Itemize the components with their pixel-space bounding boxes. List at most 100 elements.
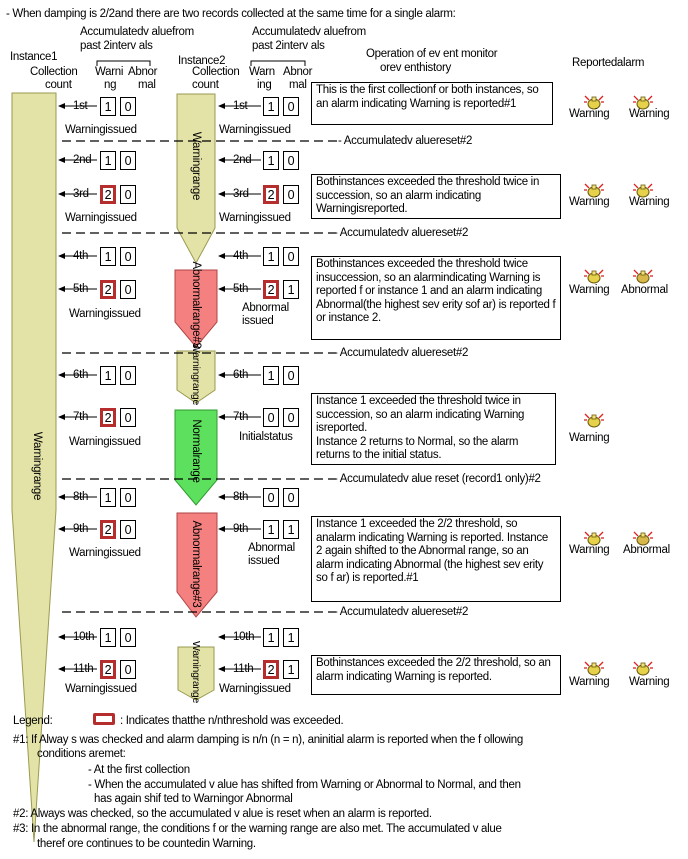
reported-alarm-header: Reportedalarm bbox=[572, 57, 645, 69]
warning-alarm-icon bbox=[584, 183, 604, 198]
row-arrowhead bbox=[218, 191, 225, 197]
status-i2-7: Initialstatus bbox=[239, 431, 293, 443]
footnote-1e: has again shif ted to Warningor Abnormal bbox=[94, 793, 293, 805]
status-i2-11: Warningissued bbox=[219, 683, 291, 695]
i2-warning-value: 2 bbox=[263, 660, 279, 679]
i2-abnormal-value: 1 bbox=[283, 280, 299, 299]
warning-alarm-label: Warning bbox=[569, 284, 610, 296]
status-i1-7: Warningissued bbox=[69, 436, 141, 448]
warning-alarm-icon bbox=[633, 183, 653, 198]
i2-abnormal-value: 0 bbox=[283, 185, 299, 204]
status-i2-9a: Abnormal bbox=[248, 542, 295, 554]
i2-abnormal-value: 0 bbox=[283, 488, 299, 507]
i1-warning-value: 2 bbox=[100, 520, 116, 539]
i1-warning-value: 2 bbox=[100, 660, 116, 679]
row-arrowhead bbox=[58, 634, 65, 640]
row-arrowhead bbox=[58, 494, 65, 500]
warning-range-shape-a bbox=[176, 93, 216, 265]
collection-count-i1: 5th bbox=[73, 283, 89, 295]
i2-warning-value: 1 bbox=[263, 628, 279, 647]
operation-box-3: Bothinstances exceeded the threshold twi… bbox=[311, 256, 561, 340]
i2-abnormal-value: 1 bbox=[283, 520, 299, 539]
collection-count-i1: 4th bbox=[73, 250, 89, 262]
abnormal-alarm-icon bbox=[633, 531, 653, 546]
collection-count-header-2b: count bbox=[192, 79, 219, 91]
i1-warning-value: 1 bbox=[100, 488, 116, 507]
row-arrowhead bbox=[58, 253, 65, 259]
row-arrowhead bbox=[218, 103, 225, 109]
acc-value-header-2: Accumulatedv aluefrom bbox=[252, 26, 366, 38]
i2-abnormal-value: 0 bbox=[283, 97, 299, 116]
instance1-header: Instance1 bbox=[10, 51, 58, 63]
row-arrowhead bbox=[218, 372, 225, 378]
row-arrowhead bbox=[218, 286, 225, 292]
footnote-1b: conditions aremet: bbox=[37, 748, 126, 760]
footnote-3a: #3: In the abnormal range, the condition… bbox=[13, 823, 502, 835]
status-i1-11: Warningissued bbox=[65, 683, 137, 695]
status-i1-9: Warningissued bbox=[69, 547, 141, 559]
footnote-2: #2: Always was checked, so the accumulat… bbox=[13, 808, 432, 820]
warning-col-header-1: Warni bbox=[95, 66, 124, 78]
i2-abnormal-value: 1 bbox=[283, 628, 299, 647]
collection-count-i2: 5th bbox=[233, 283, 249, 295]
i1-abnormal-value: 0 bbox=[120, 280, 136, 299]
row-arrowhead bbox=[58, 414, 65, 420]
collection-count-i2: 4th bbox=[233, 250, 249, 262]
warning-alarm-icon bbox=[584, 95, 604, 110]
collection-count-i1: 2nd bbox=[73, 154, 92, 166]
operation-box-1: This is the first collectionf or both in… bbox=[311, 82, 553, 125]
warning-alarm-icon bbox=[584, 269, 604, 284]
abnormal-col-header-2b: mal bbox=[289, 79, 307, 91]
abnormal-alarm-label: Abnormal bbox=[621, 284, 668, 296]
abnormal-col-header-2: Abnor bbox=[283, 66, 313, 78]
i2-warning-value: 1 bbox=[263, 247, 279, 266]
i1-abnormal-value: 0 bbox=[120, 628, 136, 647]
warning-alarm-label: Warning bbox=[569, 544, 610, 556]
i1-warning-value: 2 bbox=[100, 280, 116, 299]
status-i1-5: Warningissued bbox=[69, 308, 141, 320]
i2-abnormal-value: 0 bbox=[283, 247, 299, 266]
row-arrowhead bbox=[58, 191, 65, 197]
footnote-1d: - When the accumulated v alue has shifte… bbox=[88, 779, 521, 791]
collection-count-i2: 10th bbox=[233, 631, 255, 643]
footnote-1a: #1: If Alway s was checked and alarm dam… bbox=[13, 734, 523, 746]
i2-abnormal-value: 1 bbox=[283, 660, 299, 679]
i2-warning-value: 0 bbox=[263, 408, 279, 427]
reset-label-4: - Accumulatedv alue reset (record1 only)… bbox=[334, 473, 541, 485]
i1-abnormal-value: 0 bbox=[120, 520, 136, 539]
row-arrowhead bbox=[218, 666, 225, 672]
warning-col-header-2b: ing bbox=[257, 79, 272, 91]
operation-box-5: Instance 1 exceeded the 2/2 threshold, s… bbox=[311, 516, 561, 602]
reset-label-2: - Accumulatedv aluereset#2 bbox=[334, 227, 469, 239]
collection-count-i2: 1st bbox=[233, 100, 248, 112]
operation-box-4: Instance 1 exceeded the threshold twice … bbox=[311, 393, 556, 465]
collection-count-i2: 2nd bbox=[233, 154, 252, 166]
collection-count-i1: 9th bbox=[73, 523, 89, 535]
operation-header: Operation of ev ent monitor bbox=[366, 48, 498, 60]
warning-alarm-icon bbox=[633, 95, 653, 110]
warning-range-shape-c bbox=[177, 646, 215, 701]
abnormal-col-header-1: Abnor bbox=[128, 66, 158, 78]
warning-alarm-icon bbox=[584, 531, 604, 546]
header-text: - When damping is 2/2and there are two r… bbox=[6, 8, 456, 20]
collection-count-i2: 9th bbox=[233, 523, 249, 535]
i2-warning-value: 1 bbox=[263, 97, 279, 116]
warning-alarm-label: Warning bbox=[569, 108, 610, 120]
warning-col-header-1b: ng bbox=[104, 79, 117, 91]
collection-count-header-2: Collection bbox=[192, 66, 240, 78]
row-arrowhead bbox=[218, 253, 225, 259]
i2-warning-value: 1 bbox=[263, 151, 279, 170]
warning-alarm-icon bbox=[633, 661, 653, 676]
warning-alarm-icon bbox=[584, 413, 604, 428]
instance1-warning-range-shape bbox=[11, 92, 57, 843]
i2-warning-value: 0 bbox=[263, 488, 279, 507]
acc-value-header-2b: past 2interv als bbox=[252, 40, 325, 52]
i2-abnormal-value: 0 bbox=[283, 408, 299, 427]
status-i2-1: Warningissued bbox=[219, 124, 291, 136]
collection-count-i1: 10th bbox=[73, 631, 95, 643]
collection-count-i1: 3rd bbox=[73, 188, 89, 200]
abnormal-alarm-icon bbox=[633, 269, 653, 284]
warning-alarm-icon bbox=[584, 661, 604, 676]
